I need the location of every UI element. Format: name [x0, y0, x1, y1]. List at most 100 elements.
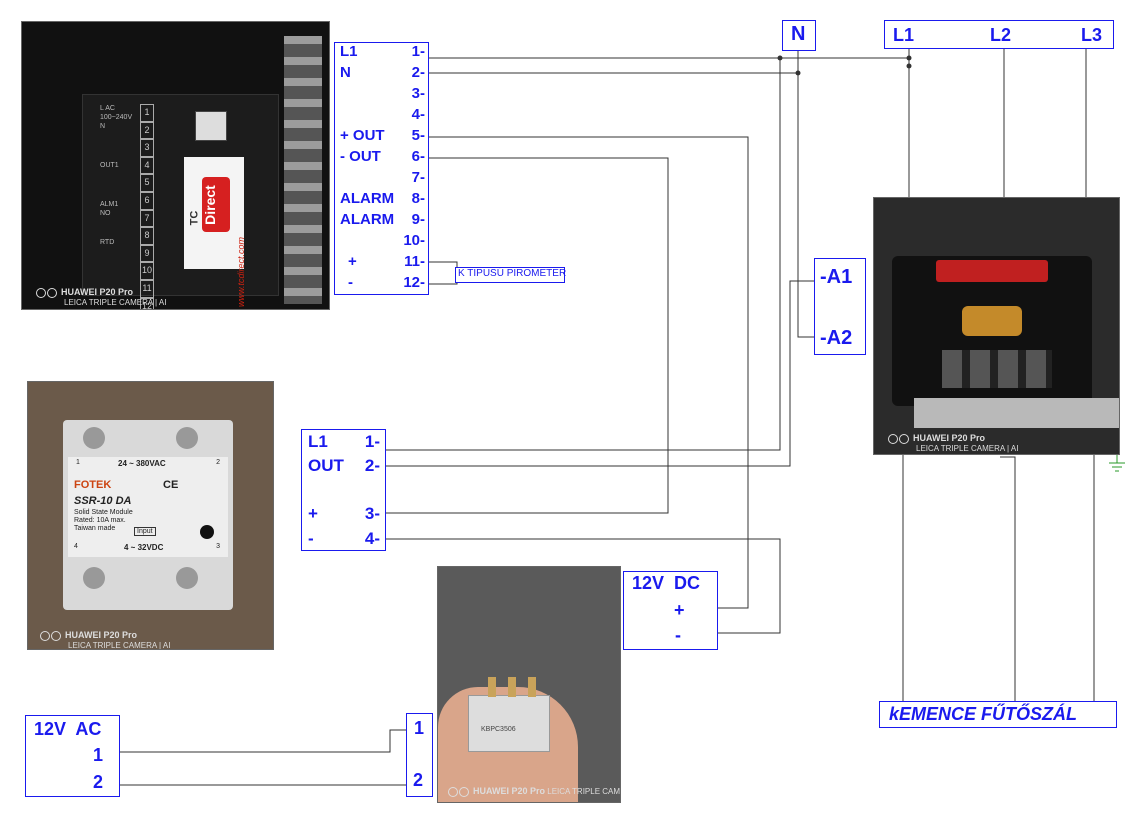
junction-dot [777, 55, 783, 61]
dc-supply-box [623, 571, 718, 650]
ssr-label-3: + [308, 504, 318, 523]
wire-ac1-bridge1 [120, 729, 406, 753]
contactor-photo: HUAWEI P20 Pro LEICA TRIPLE CAMERA | AI [873, 197, 1120, 455]
camera-watermark: HUAWEI P20 Pro LEICA TRIPLE CAMERA | AI [448, 787, 620, 797]
tc-direct-logo: Direct [202, 177, 230, 232]
bridge-pin-1: 1 [414, 718, 425, 738]
contactor-screws [942, 350, 1052, 388]
wire-ctrl1-l1 [428, 46, 910, 59]
ac-supply-title: 12V AC [34, 719, 102, 739]
ssr-terminal-1: 1- [364, 432, 380, 451]
dc-supply-plus: + [674, 600, 685, 620]
controller-terminal-8: 8- [411, 190, 425, 207]
heater-label: kEMENCE FŰTŐSZÁL [889, 704, 1078, 724]
ssr-terminal-4: 4- [364, 529, 380, 548]
junction-dot [906, 55, 912, 61]
controller-terminal-11: 11- [404, 253, 425, 270]
camera-logo-icon [36, 288, 58, 298]
controller-terminal-7: 7- [411, 169, 425, 186]
controller-label-11: + [348, 253, 357, 270]
ssr-terminal-2: 2- [364, 456, 380, 475]
phase-label-l3: L3 [1081, 25, 1103, 45]
ground-icon [1109, 455, 1125, 472]
contactor-coil-box [814, 258, 866, 355]
ssr-led-icon [200, 525, 214, 539]
wire-n-a2 [797, 73, 814, 338]
heater-label-box [879, 701, 1117, 728]
contactor-coil [962, 306, 1022, 336]
contactor-red-cap [936, 260, 1048, 282]
dc-supply-minus: - [675, 625, 681, 645]
wire-ctrl11-pyro [428, 261, 458, 268]
controller-back-panel [82, 94, 279, 296]
controller-photo: Direct TC www.tcdirect.com 1 2 3 4 5 6 7… [21, 21, 330, 310]
terminal-numbers-column: 1 2 3 4 5 6 7 8 9 10 11 12 [140, 104, 154, 309]
ssr-screw-icon [176, 567, 198, 589]
controller-terminal-6: 6- [411, 148, 425, 165]
camera-logo-icon [888, 434, 910, 444]
controller-terminal-box [334, 42, 429, 295]
controller-terminal-12: 12- [403, 274, 425, 291]
controller-label-8: ALARM [340, 190, 395, 207]
bridge-rectifier-photo: KBPC3506 HUAWEI P20 Pro LEICA TRIPLE CAM… [437, 566, 621, 803]
ssr-label-4: - [308, 529, 314, 548]
controller-label-6: - OUT [340, 148, 381, 165]
junction-dot [795, 70, 801, 76]
wire-ctrl6-ssr3 [385, 157, 669, 514]
ssr-terminal-3: 3- [364, 504, 380, 523]
ssr-label-1: L1 [308, 432, 328, 451]
dc-supply-title: 12V DC [632, 573, 701, 593]
ac-supply-pin-1: 1 [93, 745, 104, 765]
ssr-screw-icon [83, 567, 105, 589]
controller-label-1: L1 [340, 43, 358, 60]
controller-terminal-9: 9- [411, 211, 425, 228]
camera-watermark: HUAWEI P20 Pro LEICA TRIPLE CAMERA | AI [36, 288, 166, 307]
bridge-terminal-box [406, 713, 433, 797]
camera-watermark: HUAWEI P20 Pro LEICA TRIPLE CAMERA | AI [888, 434, 1018, 453]
phase-label-l1: L1 [893, 25, 915, 45]
phase-label-l2: L2 [990, 25, 1012, 45]
wire-contactor-heater-2 [1000, 456, 1016, 704]
ac-supply-pin-2: 2 [93, 772, 104, 792]
controller-photo-labels: L AC 100~240V N OUT1 ALM1 NO RTD [100, 105, 133, 246]
terminal-strip [284, 36, 322, 304]
warning-icon [195, 111, 227, 141]
wire-ssr1-l1 [385, 58, 781, 451]
pyrometer-label-box [455, 267, 565, 283]
ssr-label-2: OUT [308, 456, 344, 475]
neutral-box [782, 20, 816, 51]
ssr-label-panel: 1 24 ~ 380VAC 2 FOTEK CE SSR-10 DA Solid… [68, 457, 228, 557]
contactor-a1-label: -A1 [820, 266, 853, 288]
controller-label-12: - [348, 274, 353, 291]
controller-terminal-5: 5- [411, 127, 425, 144]
tc-direct-sticker: Direct TC www.tcdirect.com [184, 157, 246, 307]
wire-ctrl12-pyro [428, 282, 458, 285]
controller-terminal-2: 2- [411, 64, 425, 81]
wire-ssr2-a1 [385, 280, 814, 467]
ssr-photo: 1 24 ~ 380VAC 2 FOTEK CE SSR-10 DA Solid… [27, 381, 274, 650]
ac-supply-box [25, 715, 120, 797]
camera-watermark: HUAWEI P20 Pro LEICA TRIPLE CAMERA | AI [40, 631, 170, 649]
ssr-screw-icon [176, 427, 198, 449]
controller-terminal-4: 4- [411, 106, 425, 123]
neutral-label: N [791, 23, 806, 45]
controller-label-5: + OUT [340, 127, 385, 144]
phases-box [884, 20, 1114, 49]
controller-terminal-1: 1- [411, 43, 425, 60]
bridge-pins [488, 677, 538, 697]
controller-terminal-10: 10- [403, 232, 425, 249]
ssr-screw-icon [83, 427, 105, 449]
bridge-pin-2: 2 [413, 770, 424, 790]
ssr-terminal-box [301, 429, 386, 551]
wire-ssr4-dcminus [385, 538, 781, 634]
wire-ctrl2-n [428, 51, 799, 74]
camera-logo-icon [448, 787, 470, 797]
bridge-body: KBPC3506 [468, 695, 550, 752]
junction-dot [906, 63, 912, 69]
pyrometer-label: K TIPUSÚ PIROMETER [458, 268, 567, 279]
controller-terminal-3: 3- [411, 85, 425, 102]
camera-logo-icon [40, 631, 62, 641]
wire-ctrl5-dcplus [428, 136, 749, 609]
mounting-plate [914, 398, 1119, 428]
